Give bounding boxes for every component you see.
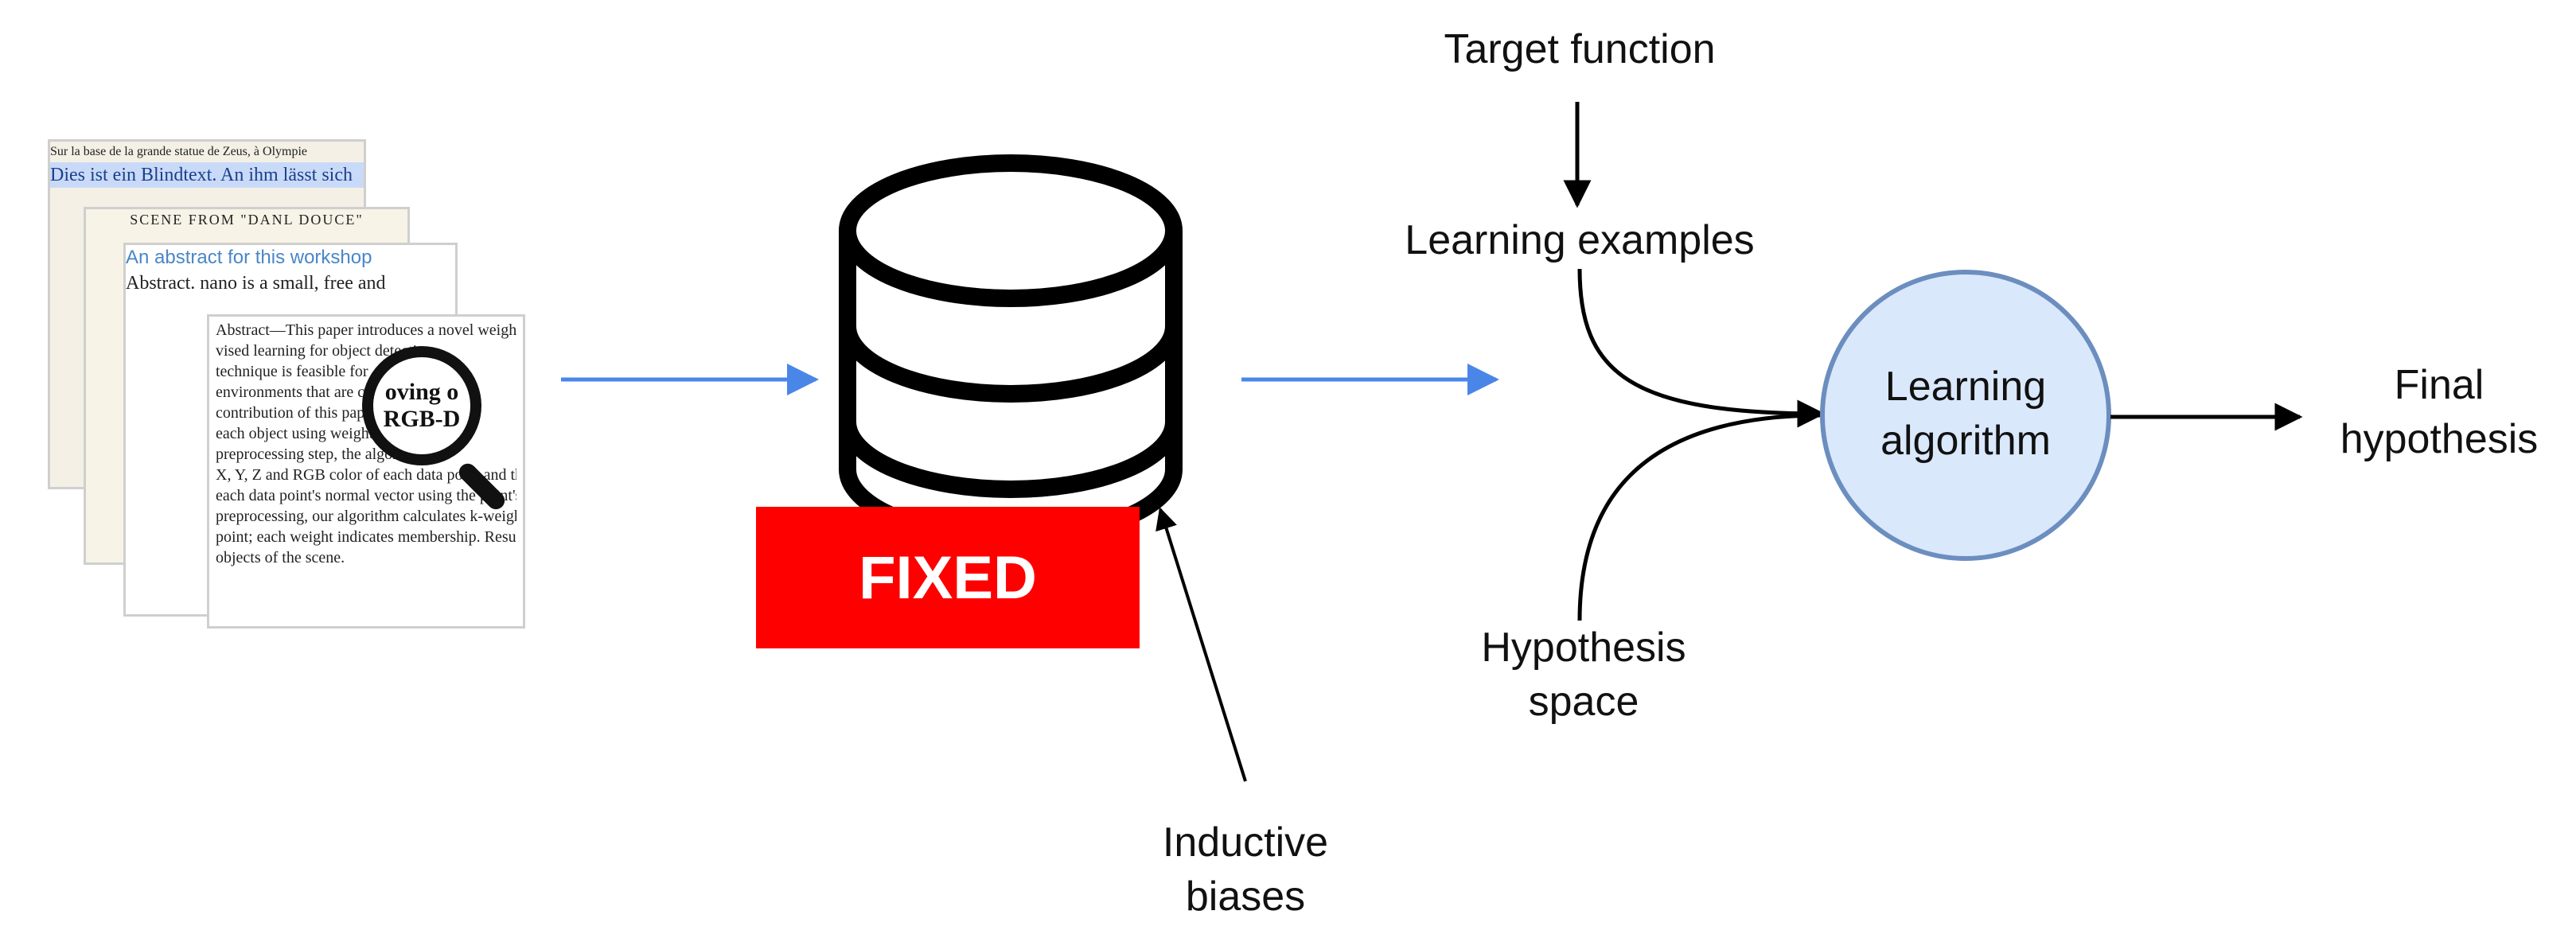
document-text: vised learning for object detection — [216, 342, 434, 360]
learning-examples-label: Learning examples — [1329, 213, 1830, 267]
document-text: preprocessing step, the algorithm — [216, 446, 427, 463]
magnifier-text: RGB-D — [383, 406, 461, 432]
final-hypothesis-label: Final hypothesis — [2308, 358, 2570, 466]
fixed-badge: FIXED — [756, 507, 1140, 648]
document-text: preprocessing, our algorithm calculates … — [216, 508, 516, 525]
learning-algorithm-line2: algorithm — [1880, 418, 2051, 464]
document-text: Abstract—This paper introduces a novel w… — [216, 321, 516, 339]
document-text: X, Y, Z and RGB color of each data point… — [216, 466, 516, 484]
target-function-text: Target function — [1444, 26, 1716, 72]
database-icon — [839, 154, 1183, 546]
hypothesis-space-line2: space — [1528, 679, 1639, 725]
hypothesis-space-label: Hypothesis space — [1417, 621, 1751, 729]
document-text: contribution of this paper — [216, 404, 377, 422]
document-text: each object using weighted — [216, 425, 389, 442]
final-hypothesis-line1: Final — [2394, 362, 2484, 408]
document-text: objects of the scene. — [216, 549, 345, 566]
inductive-biases-label: Inductive biases — [1114, 815, 1377, 924]
magnifier-text: oving o — [384, 379, 459, 405]
hypothesis-space-to-algorithm-curve — [1577, 413, 1823, 621]
inductive-biases-line2: biases — [1185, 874, 1306, 920]
learning-algorithm-label: Learning algorithm — [1822, 360, 2109, 468]
hypothesis-space-line1: Hypothesis — [1481, 625, 1686, 671]
learning-algorithm-node — [1820, 270, 2111, 561]
final-hypothesis-line2: hypothesis — [2340, 416, 2539, 462]
learning-algorithm-line1: Learning — [1884, 364, 2047, 410]
document-text: environments that are cap — [216, 383, 380, 401]
stacked-documents-magnifier-icon: Sur la base de la grande statue de Zeus,… — [48, 135, 541, 629]
document-text: technique is feasible for — [216, 363, 368, 380]
fixed-label: FIXED — [859, 543, 1037, 612]
examples-to-algorithm-curve — [1577, 268, 1826, 428]
inductive-biases-arrow — [1155, 507, 1247, 782]
learning-examples-text: Learning examples — [1405, 217, 1755, 263]
document-text: An abstract for this workshop — [126, 247, 372, 268]
document-text: point; each weight indicates membership.… — [216, 528, 516, 546]
document-text: each data point's normal vector using th… — [216, 487, 516, 504]
document-text: Dies ist ein Blindtext. An ihm lässt sic… — [50, 162, 364, 188]
magnifier-lens: oving o RGB-D — [362, 346, 481, 465]
document-text: Sur la base de la grande statue de Zeus,… — [50, 145, 307, 158]
document-text: SCENE FROM "DANL DOUCE" — [130, 212, 364, 228]
target-function-label: Target function — [1353, 22, 1806, 76]
inductive-biases-line1: Inductive — [1162, 819, 1329, 866]
document-text: Abstract. nano is a small, free and — [126, 273, 386, 294]
